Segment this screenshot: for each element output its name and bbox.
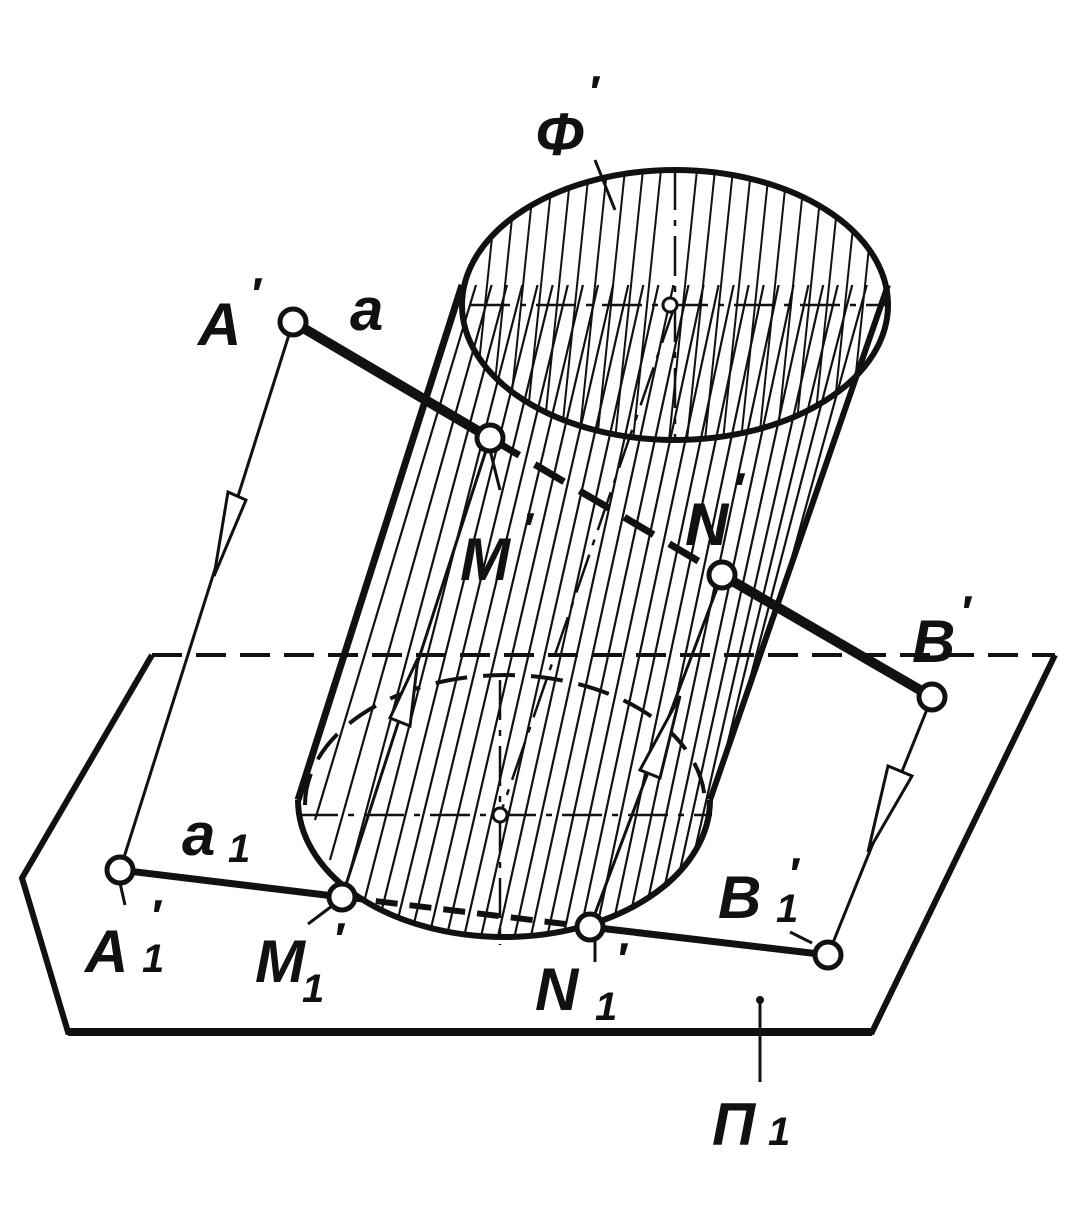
label-P1-sub: 1: [768, 1110, 790, 1154]
arrow-a-icon: [212, 489, 248, 577]
label-phi: Φ: [535, 101, 584, 168]
arrow-m-icon: [387, 657, 420, 729]
label-A1-sub: 1: [142, 937, 164, 981]
point-b1: [812, 939, 844, 971]
label-leaders: [118, 159, 813, 962]
labels: Φ ′ a A ′ M ′ N ′ B ′ a 1 A 1 ′ M 1 ′ N …: [83, 66, 973, 1158]
label-a: a: [350, 276, 383, 343]
cylinder-bottom-visible-arc: [295, 799, 713, 940]
projection-arrows: [212, 489, 915, 853]
label-M1-sub: 1: [302, 967, 324, 1011]
label-N1: N: [535, 956, 580, 1023]
cylinder-left-generatrix: [294, 283, 466, 802]
label-M: M: [460, 526, 512, 593]
label-B1-prime: ′: [790, 848, 801, 900]
point-a: [277, 306, 309, 338]
label-N1-prime: ′: [618, 933, 629, 985]
label-M-prime: ′: [524, 503, 535, 555]
label-B1-sub: 1: [776, 887, 798, 931]
label-a1: a: [182, 801, 215, 868]
label-P1: П: [712, 1091, 757, 1158]
label-N: N: [685, 491, 730, 558]
axis-lines: [298, 170, 888, 945]
line-a1: [116, 866, 832, 959]
plane-p1: [18, 653, 1058, 1082]
label-N1-sub: 1: [595, 985, 617, 1029]
bottom-center-point: [491, 806, 509, 824]
point-n: [706, 559, 738, 591]
label-B: B: [912, 608, 955, 675]
label-phi-prime: ′: [590, 66, 601, 118]
label-B1: B: [718, 864, 761, 931]
label-A: A: [196, 291, 241, 358]
label-A1: A: [83, 918, 128, 985]
label-M1-prime: ′: [335, 913, 346, 965]
cylinder-outline: [294, 167, 891, 940]
label-B-prime: ′: [962, 586, 973, 638]
label-A-prime: ′: [252, 268, 263, 320]
point-m1: [326, 881, 358, 913]
line-a: [288, 317, 937, 702]
point-m: [474, 422, 506, 454]
arrow-n-icon: [637, 695, 682, 781]
cylinder-bottom-hidden-arc: [303, 673, 707, 806]
segment-m1n1-hidden: [341, 894, 591, 930]
arrow-b-icon: [866, 763, 915, 853]
label-N-prime: ′: [735, 463, 746, 515]
label-A1-prime: ′: [152, 890, 163, 942]
points: [104, 306, 948, 971]
point-n1: [574, 911, 606, 943]
cylinder-right-generatrix: [707, 284, 891, 801]
segment-mn-hidden: [488, 434, 724, 579]
cylinder-hatching: [298, 285, 877, 937]
point-a1: [104, 854, 136, 886]
label-a1-sub: 1: [228, 827, 250, 871]
top-center-point: [661, 296, 679, 314]
label-M1: M: [255, 928, 307, 995]
point-b: [916, 681, 948, 713]
